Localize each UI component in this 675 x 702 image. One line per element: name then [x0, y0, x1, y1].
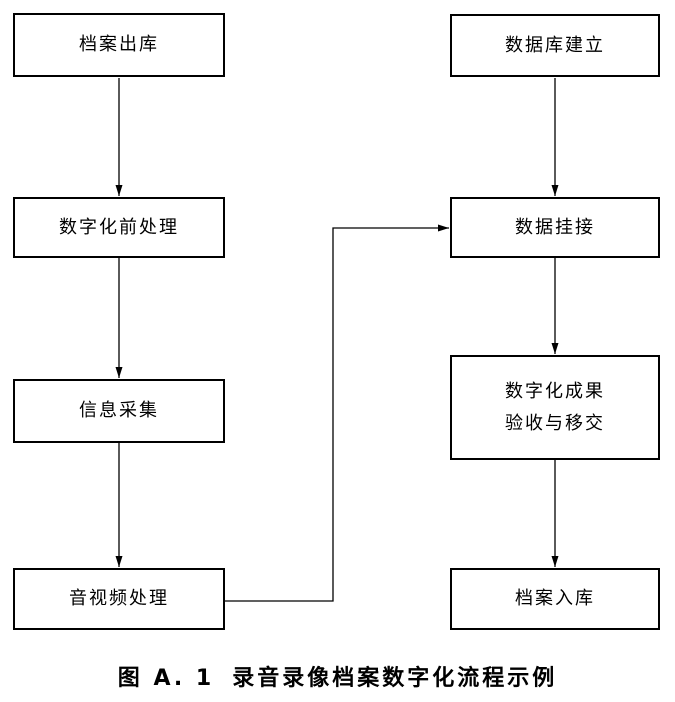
node-info-collection: 信息采集: [13, 379, 225, 443]
node-av-processing-label: 音视频处理: [69, 588, 169, 609]
figure-caption: 图 A. 1 录音录像档案数字化流程示例: [0, 660, 675, 692]
node-info-collection-label: 信息采集: [79, 400, 159, 421]
figure-caption-title: 录音录像档案数字化流程示例: [232, 666, 558, 691]
figure-caption-number: 图 A. 1: [117, 666, 215, 691]
node-archive-checkout: 档案出库: [13, 13, 225, 77]
node-database-creation-label: 数据库建立: [505, 34, 605, 56]
node-archive-storage: 档案入库: [450, 568, 660, 630]
node-acceptance-transfer-label-line2: 验收与移交: [505, 412, 605, 434]
node-archive-storage-label: 档案入库: [515, 588, 595, 609]
node-archive-checkout-label: 档案出库: [79, 34, 159, 55]
node-data-linking: 数据挂接: [450, 197, 660, 258]
node-database-creation: 数据库建立: [450, 14, 660, 77]
node-data-linking-label: 数据挂接: [515, 216, 595, 238]
node-pre-digitization-label: 数字化前处理: [59, 216, 179, 238]
arrow-av-processing-to-data-linking: [225, 224, 449, 602]
node-acceptance-transfer-label-line1: 数字化成果: [505, 380, 605, 402]
node-pre-digitization: 数字化前处理: [13, 197, 225, 258]
node-acceptance-transfer: 数字化成果 验收与移交: [450, 355, 660, 460]
node-av-processing: 音视频处理: [13, 568, 225, 630]
